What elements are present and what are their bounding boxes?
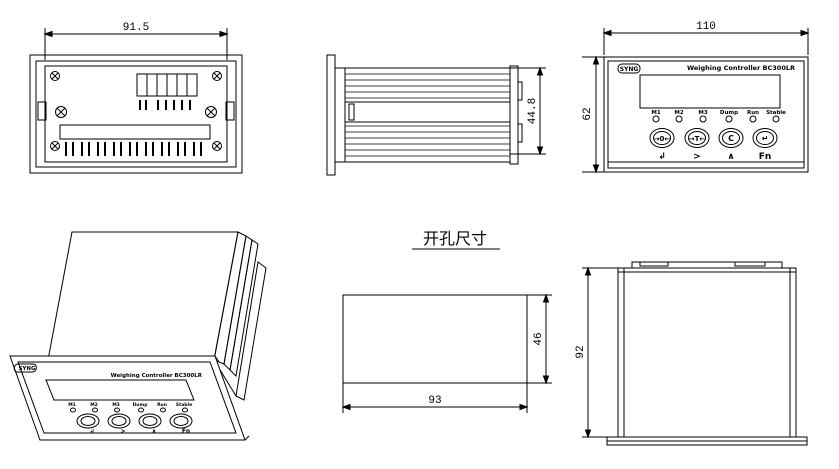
led-icon <box>699 115 707 123</box>
dim-front-width-label: 110 <box>696 21 716 33</box>
lcd-display <box>639 74 781 109</box>
perspective-indicator-label: M2 <box>90 402 98 408</box>
dim-rear-width-label: 91.5 <box>123 22 149 34</box>
dim-front-width: 110 <box>602 21 810 55</box>
dim-front-height-label: 62 <box>582 107 594 120</box>
dim-rear-width: 91.5 <box>43 22 229 60</box>
indicator-label-run: Run <box>747 110 759 116</box>
dim-cutout-width-label: 93 <box>428 395 441 407</box>
dim-side-height: 44.8 <box>510 66 546 156</box>
dim-side-height-label: 44.8 <box>527 98 539 124</box>
dim-front-height: 62 <box>582 55 604 174</box>
cutout-title: 开孔尺寸 <box>423 229 487 248</box>
perspective-indicator-label: Run <box>157 402 167 408</box>
key-clear-glyph: C <box>728 134 734 143</box>
perspective-key-hint: ∧ <box>152 428 157 435</box>
cutout-view: 开孔尺寸 46 93 <box>341 229 552 413</box>
screw-icon <box>205 106 217 118</box>
led-icon <box>160 407 166 413</box>
led-icon <box>749 115 757 123</box>
perspective-indicator-label: Stable <box>176 402 192 408</box>
perspective-key-hint: > <box>120 428 125 435</box>
led-icon <box>114 407 120 413</box>
indicator-label-m3: M3 <box>698 110 707 116</box>
perspective-key <box>107 413 131 429</box>
key-zero[interactable]: →0← <box>649 128 675 148</box>
perspective-indicator-label: M3 <box>112 402 120 408</box>
perspective-key-hint: ↲ <box>89 428 94 435</box>
key-hint-right: > <box>693 152 701 162</box>
indicator-label-m1: M1 <box>651 110 660 116</box>
screw-icon <box>212 71 222 81</box>
dim-depth-label: 92 <box>575 345 587 358</box>
led-icon <box>675 115 683 123</box>
key-enter[interactable]: ↵ <box>752 128 778 148</box>
led-icon <box>652 115 660 123</box>
perspective-brand-text: SYNG <box>18 366 36 372</box>
perspective-key-hint: Fn <box>182 428 190 435</box>
key-hint-enter: ↲ <box>658 152 666 162</box>
brand-logo <box>13 363 37 373</box>
led-icon <box>725 115 733 123</box>
front-view: 110 62 SYNG Weighing Controller BC300LR … <box>582 21 810 174</box>
screw-icon <box>50 71 60 81</box>
key-tare[interactable]: →T← <box>684 128 710 148</box>
key-tare-glyph: →T← <box>689 135 706 143</box>
perspective-indicator-label: Dump <box>133 402 149 408</box>
led-icon <box>138 407 144 413</box>
perspective-key <box>138 413 162 429</box>
side-view: 44.8 <box>326 54 546 176</box>
screw-icon <box>50 141 60 151</box>
key-hint-fn: Fn <box>759 152 772 162</box>
key-enter-glyph: ↵ <box>762 134 769 143</box>
perspective-key <box>76 413 100 429</box>
brand-logo <box>617 63 641 74</box>
dim-cutout-height: 46 <box>527 293 552 385</box>
perspective-lcd <box>45 379 195 401</box>
indicator-label-stable: Stable <box>766 110 786 116</box>
screw-icon <box>55 106 67 118</box>
top-view: 92 <box>575 261 808 446</box>
indicator-label-dump: Dump <box>720 110 738 116</box>
key-clear[interactable]: C <box>718 128 744 148</box>
screw-icon <box>212 141 222 151</box>
led-icon <box>182 407 188 413</box>
rear-view: 91.5 <box>29 22 243 174</box>
dim-cutout-width: 93 <box>341 383 529 413</box>
perspective-model-label: Weighing Controller BC300LR <box>111 373 203 379</box>
brand-logo-text: SYNG <box>620 66 639 73</box>
perspective-indicator-label: M1 <box>68 402 76 408</box>
indicator-label-m2: M2 <box>674 110 683 116</box>
key-hint-up: ∧ <box>727 152 734 162</box>
dim-cutout-height-label: 46 <box>533 332 545 345</box>
led-icon <box>70 407 76 413</box>
perspective-view: SYNG Weighing Controller BC300LR M1 M2 M… <box>9 231 267 441</box>
perspective-key <box>169 413 193 429</box>
dim-depth: 92 <box>575 266 618 439</box>
model-label: Weighing Controller BC300LR <box>687 64 795 72</box>
led-icon <box>772 115 780 123</box>
key-zero-glyph: →0← <box>654 135 671 143</box>
led-icon <box>92 407 98 413</box>
